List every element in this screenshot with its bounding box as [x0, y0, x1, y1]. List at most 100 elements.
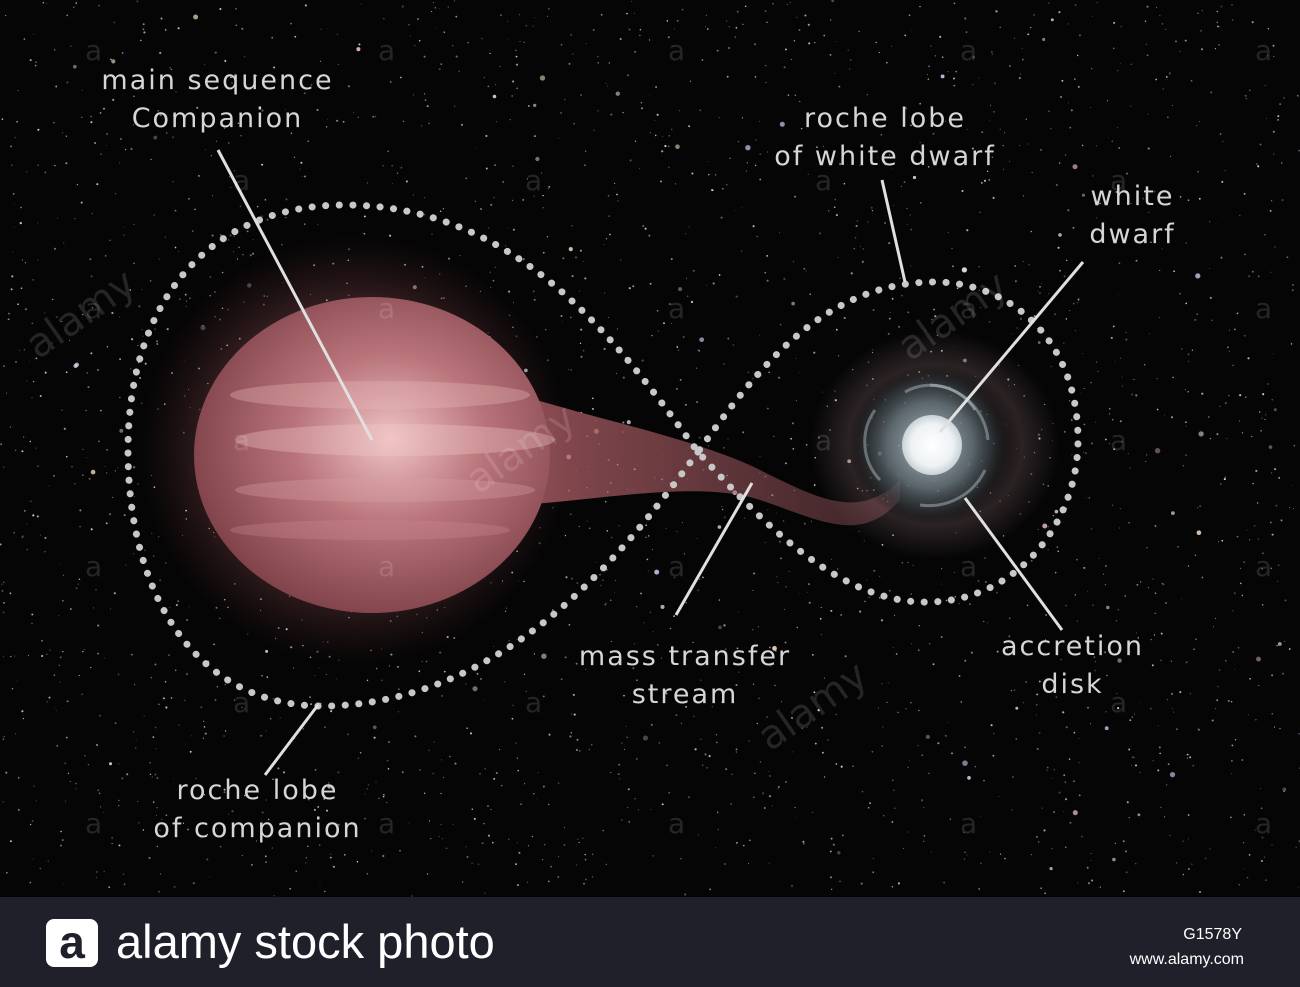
star-dot — [1255, 718, 1257, 721]
star-dot — [5, 14, 7, 17]
star-dot — [1135, 259, 1138, 262]
star-dot — [895, 653, 898, 655]
star-dot — [651, 687, 653, 690]
watermark-letter: a — [1110, 164, 1127, 197]
star-dot — [118, 763, 120, 765]
star-dot — [899, 277, 901, 279]
star-dot — [99, 806, 102, 808]
star-dot — [434, 6, 437, 9]
star-dot — [783, 277, 786, 280]
star-dot — [12, 193, 15, 195]
star-dot — [784, 641, 787, 644]
star-dot — [808, 601, 811, 604]
star-dot — [1128, 748, 1131, 751]
star-dot — [1252, 482, 1254, 485]
star-dot — [1185, 454, 1188, 457]
star-dot — [1140, 581, 1142, 583]
star-dot — [541, 653, 547, 659]
star-dot — [1282, 787, 1287, 792]
star-dot — [542, 859, 544, 861]
star-dot — [1104, 726, 1109, 731]
star-dot — [796, 16, 798, 18]
star-dot — [14, 360, 18, 364]
star-dot — [29, 881, 32, 884]
star-dot — [752, 225, 755, 228]
star-dot — [1146, 547, 1148, 549]
star-dot — [108, 886, 111, 888]
star-dot — [360, 3, 362, 5]
star-dot — [715, 741, 718, 744]
star-dot — [675, 714, 678, 717]
star-dot — [661, 150, 664, 153]
star-dot — [260, 734, 263, 737]
star-dot — [1077, 882, 1079, 884]
star-dot — [68, 340, 70, 341]
star-dot — [230, 187, 232, 188]
star-dot — [1222, 140, 1224, 143]
star-dot — [928, 772, 930, 775]
star-dot — [144, 549, 146, 551]
star-dot — [423, 55, 426, 58]
star-dot — [688, 125, 691, 128]
star-dot — [97, 652, 99, 655]
star-dot — [490, 203, 493, 206]
star-dot — [285, 198, 288, 201]
star-dot — [724, 863, 726, 865]
star-dot — [905, 707, 907, 710]
star-dot — [44, 171, 47, 174]
star-dot — [524, 783, 526, 785]
star-dot — [749, 839, 751, 841]
star-dot — [656, 309, 659, 312]
star-dot — [1075, 330, 1076, 332]
star-dot — [1160, 632, 1163, 635]
star-dot — [930, 106, 932, 108]
star-dot — [533, 103, 537, 108]
star-dot — [1154, 524, 1157, 527]
star-dot — [143, 715, 145, 717]
star-dot — [609, 233, 611, 236]
star-dot — [1124, 239, 1126, 241]
star-dot — [401, 771, 404, 774]
star-dot — [562, 321, 563, 323]
star-dot — [480, 208, 482, 210]
star-dot — [822, 391, 824, 393]
star-dot — [565, 576, 568, 579]
star-dot — [558, 856, 560, 858]
star-dot — [17, 90, 19, 92]
star-dot — [546, 15, 548, 17]
pointer-main-sequence — [216, 149, 374, 441]
star-dot — [425, 660, 428, 663]
star-dot — [913, 154, 916, 157]
star-dot — [111, 843, 113, 845]
star-dot — [10, 288, 13, 291]
image-id: G1578Y — [1183, 926, 1242, 943]
star-dot — [570, 732, 573, 734]
star-dot — [966, 229, 969, 232]
star-dot — [1147, 587, 1149, 589]
star-dot — [108, 762, 113, 766]
star-dot — [130, 368, 132, 370]
watermark-letter: a — [85, 34, 102, 67]
star-dot — [1065, 846, 1067, 848]
star-dot — [204, 63, 206, 66]
star-dot — [1216, 21, 1219, 23]
star-dot — [654, 120, 656, 121]
star-dot — [367, 784, 369, 786]
star-dot — [90, 121, 93, 124]
star-dot — [508, 290, 511, 293]
star-dot — [1201, 10, 1203, 12]
star-dot — [192, 76, 194, 79]
star-dot — [440, 823, 442, 826]
star-dot — [698, 350, 700, 352]
star-dot — [214, 51, 217, 54]
star-dot — [906, 223, 908, 225]
star-dot — [86, 372, 88, 374]
star-dot — [701, 59, 704, 61]
star-dot — [650, 808, 652, 810]
star-dot — [1115, 190, 1118, 194]
star-dot — [822, 145, 824, 148]
star-dot — [337, 63, 339, 65]
star-dot — [610, 640, 612, 643]
star-dot — [864, 600, 866, 603]
star-dot — [687, 796, 691, 799]
